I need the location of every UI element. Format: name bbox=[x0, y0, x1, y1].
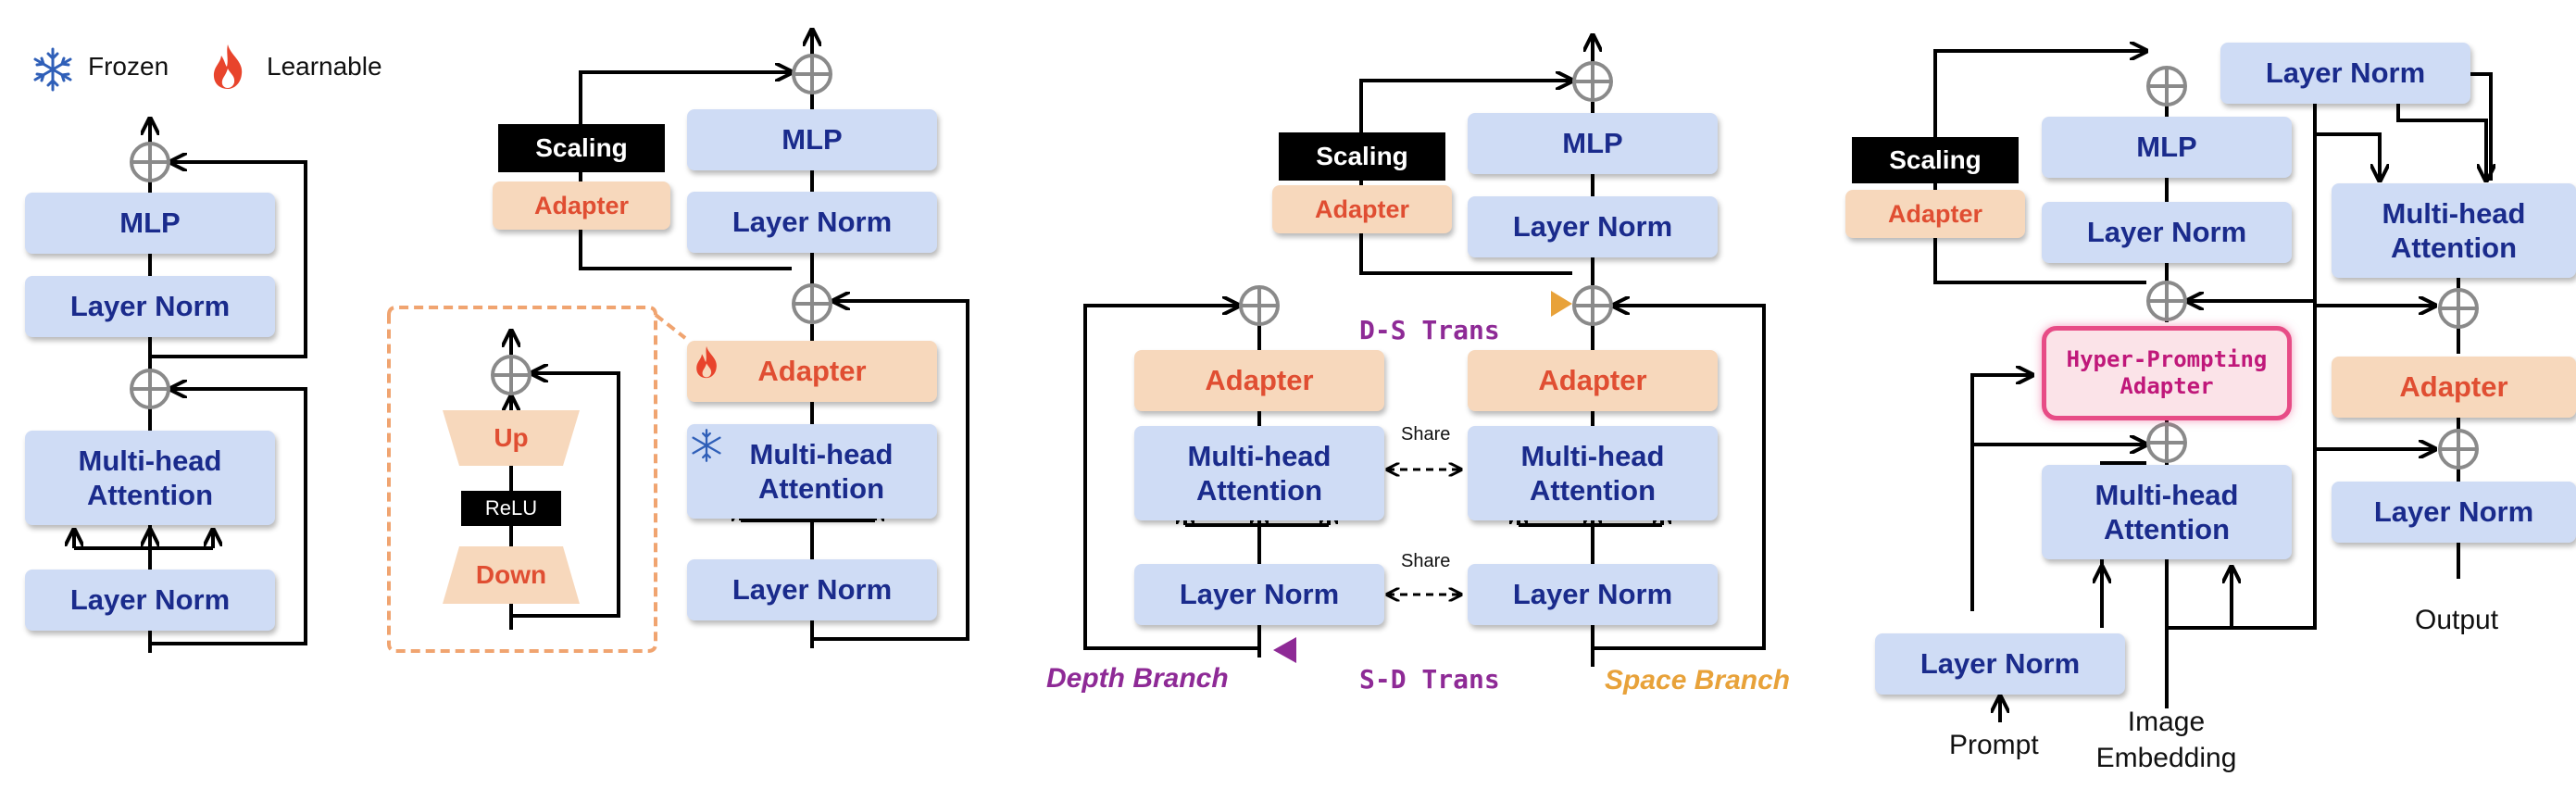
adapter-block: Adapter bbox=[1134, 350, 1384, 411]
output-label: Output bbox=[2415, 605, 2499, 635]
adapter-block: Adapter bbox=[1845, 190, 2025, 238]
legend-frozen-label: Frozen bbox=[88, 52, 169, 81]
layer-norm-block: Layer Norm bbox=[25, 276, 275, 337]
share-label: Share bbox=[1401, 551, 1451, 571]
adapter-block: Adapter bbox=[687, 341, 937, 402]
share-label: Share bbox=[1401, 424, 1451, 445]
legend-learnable-label: Learnable bbox=[267, 52, 382, 81]
mlp-block: MLP bbox=[2042, 117, 2292, 178]
up-projection-block: Up bbox=[494, 423, 529, 452]
hyper-prompting-adapter-block: Hyper-Prompting Adapter bbox=[2042, 326, 2292, 420]
multi-head-attention-block: Multi-head Attention bbox=[1134, 426, 1384, 520]
multi-head-attention-block: Multi-head Attention bbox=[687, 424, 937, 519]
sd-trans-label: S-D Trans bbox=[1359, 664, 1500, 695]
ds-trans-label: D-S Trans bbox=[1359, 315, 1500, 345]
depth-branch-label: Depth Branch bbox=[1046, 663, 1229, 694]
space-branch-label: Space Branch bbox=[1605, 665, 1791, 695]
layer-norm-block: Layer Norm bbox=[2220, 43, 2470, 104]
adapter-block: Adapter bbox=[1272, 185, 1452, 233]
scaling-block: Scaling bbox=[1279, 132, 1445, 181]
scaling-block: Scaling bbox=[498, 124, 665, 172]
layer-norm-block: Layer Norm bbox=[1134, 564, 1384, 625]
mlp-block: MLP bbox=[687, 109, 937, 170]
layer-norm-block: Layer Norm bbox=[687, 559, 937, 620]
flame-icon bbox=[696, 345, 717, 379]
multi-head-attention-block: Multi-head Attention bbox=[2332, 183, 2576, 278]
down-projection-block: Down bbox=[475, 560, 547, 589]
layer-norm-block: Layer Norm bbox=[687, 192, 937, 253]
adapter-block: Adapter bbox=[493, 182, 670, 230]
mlp-block: MLP bbox=[25, 193, 275, 254]
layer-norm-block: Layer Norm bbox=[1875, 633, 2125, 695]
relu-block: ReLU bbox=[461, 491, 561, 526]
adapter-block: Adapter bbox=[2332, 357, 2576, 418]
layer-norm-block: Layer Norm bbox=[2042, 202, 2292, 263]
mlp-block: MLP bbox=[1468, 113, 1718, 174]
snowflake-icon bbox=[692, 429, 721, 462]
layer-norm-block: Layer Norm bbox=[1468, 196, 1718, 257]
scaling-block: Scaling bbox=[1852, 137, 2019, 183]
image-embedding-label: Image Embedding bbox=[2095, 707, 2237, 773]
layer-norm-block: Layer Norm bbox=[2332, 482, 2576, 543]
snowflake-icon bbox=[33, 47, 72, 92]
multi-head-attention-block: Multi-head Attention bbox=[2042, 465, 2292, 559]
multi-head-attention-block: Multi-head Attention bbox=[1468, 426, 1718, 520]
flame-icon bbox=[213, 44, 243, 89]
adapter-block: Adapter bbox=[1468, 350, 1718, 411]
prompt-label: Prompt bbox=[1949, 730, 2039, 760]
layer-norm-block: Layer Norm bbox=[25, 570, 275, 631]
multi-head-attention-block: Multi-head Attention bbox=[25, 431, 275, 525]
layer-norm-block: Layer Norm bbox=[1468, 564, 1718, 625]
